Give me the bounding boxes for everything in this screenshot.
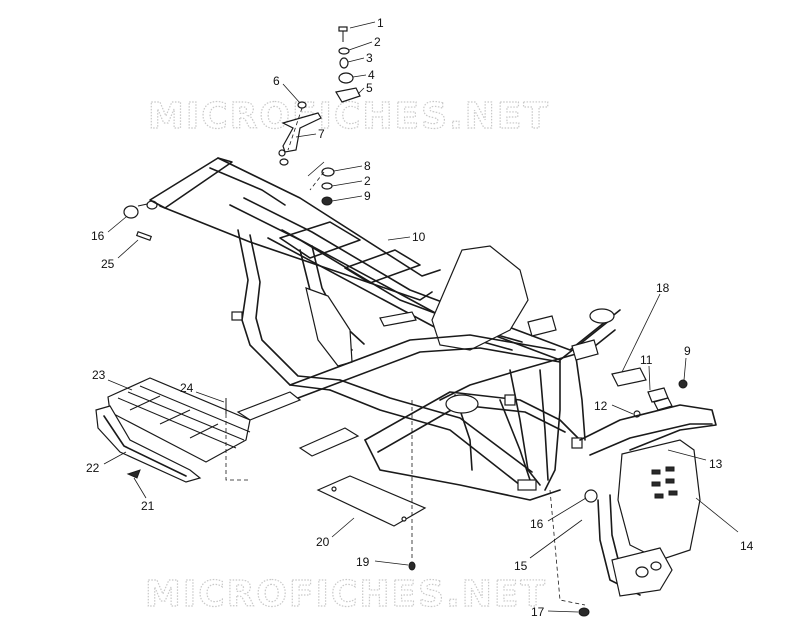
callout-17: 17 <box>531 605 545 619</box>
callout-13: 13 <box>709 457 723 471</box>
callout-15: 15 <box>514 559 528 573</box>
callout-12: 12 <box>594 399 608 413</box>
callout-9: 9 <box>364 189 371 203</box>
callout-2: 2 <box>374 35 381 49</box>
callout-6: 6 <box>273 74 280 88</box>
mount-hardware-stack <box>335 26 361 103</box>
callout-23: 23 <box>92 368 106 382</box>
callout-24: 24 <box>180 381 194 395</box>
callout-10: 10 <box>412 230 426 244</box>
main-frame <box>149 157 621 501</box>
watermark-top: MICROFICHES.NET <box>148 96 550 137</box>
callout-1: 1 <box>377 16 384 30</box>
callout-14: 14 <box>740 539 754 553</box>
callout-22: 22 <box>86 461 100 475</box>
callout-20: 20 <box>316 535 330 549</box>
callout-18: 18 <box>656 281 670 295</box>
bracket-plate <box>278 101 322 166</box>
watermark-bottom: MICROFICHES.NET <box>145 574 547 615</box>
callout-7: 7 <box>318 127 325 141</box>
callout-4: 4 <box>368 68 375 82</box>
callout-25: 25 <box>101 257 115 271</box>
bushing-and-pin <box>123 200 158 242</box>
callout-8: 8 <box>364 159 371 173</box>
callout-16-right: 16 <box>530 517 544 531</box>
callout-9-right: 9 <box>684 344 691 358</box>
skid-plate <box>316 475 427 571</box>
nut-stack <box>321 167 335 206</box>
callout-19: 19 <box>356 555 370 569</box>
front-bumper <box>578 404 717 617</box>
callout-21: 21 <box>141 499 155 513</box>
callout-2-lower: 2 <box>364 174 371 188</box>
callout-3: 3 <box>366 51 373 65</box>
callout-16: 16 <box>91 229 105 243</box>
rear-rack <box>95 377 251 483</box>
callout-5: 5 <box>366 81 373 95</box>
leader-lines <box>103 21 739 613</box>
assembly-lines <box>225 107 586 606</box>
callout-labels: 1 2 3 4 5 6 7 8 2 9 10 16 25 18 11 9 12 … <box>86 16 754 619</box>
callout-11: 11 <box>640 353 653 367</box>
